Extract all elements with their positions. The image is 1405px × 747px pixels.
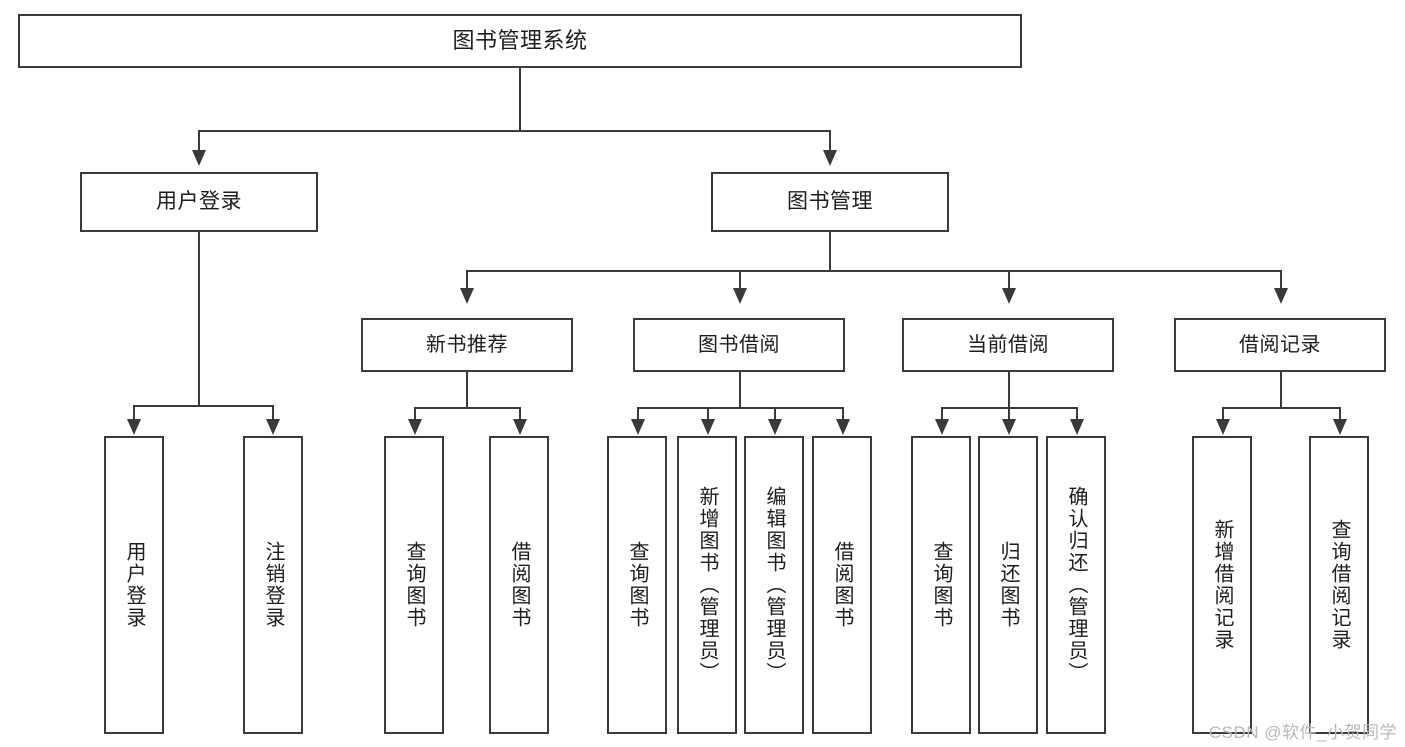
connector-borrow-record-bus [1222,407,1339,409]
connector-root-drop-left [198,130,200,152]
node-user-login[interactable]: 用户登录 [80,172,318,232]
arrowhead-leaf-user-login [127,419,141,435]
connector-level2-drop-4 [1280,270,1282,290]
arrowhead-leaf-logout [266,419,280,435]
arrowhead-leaf-add-record [1216,419,1230,435]
arrowhead-leaf-add-book [701,419,715,435]
connector-book-management-stem [829,232,831,270]
node-book-management[interactable]: 图书管理 [711,172,949,232]
connector-current-borrow-drop-1 [941,407,943,421]
connector-new-book-stem [466,372,468,407]
node-label: 当前借阅 [967,333,1049,356]
leaf-label: 借阅图书 [831,541,853,629]
leaf-label: 新增图书（管理员） [696,486,718,684]
leaf-label: 注销登录 [262,541,284,629]
leaf-label: 查询借阅记录 [1328,519,1350,651]
leaf-label: 查询图书 [626,541,648,629]
connector-new-book-drop-2 [519,407,521,421]
leaf-confirm-return-admin[interactable]: 确认归还（管理员） [1046,436,1106,734]
connector-new-book-drop-1 [414,407,416,421]
leaf-label: 确认归还（管理员） [1065,486,1087,684]
leaf-add-borrow-record[interactable]: 新增借阅记录 [1192,436,1252,734]
connector-level2-drop-1 [466,270,468,290]
arrowhead-leaf-borrow-book-2 [836,419,850,435]
arrowhead-leaf-confirm-return [1070,419,1084,435]
leaf-user-login[interactable]: 用户登录 [104,436,164,734]
connector-new-book-bus [414,407,519,409]
connector-borrow-record-stem [1280,372,1282,407]
connector-book-borrow-stem [739,372,741,407]
node-root-book-management-system[interactable]: 图书管理系统 [18,14,1022,68]
leaf-borrow-book[interactable]: 借阅图书 [812,436,872,734]
connector-borrow-record-drop-2 [1339,407,1341,421]
watermark-text: CSDN @软件_小贺同学 [1208,723,1397,742]
arrowhead-leaf-return-book [1002,419,1016,435]
leaf-borrow-book-recommend[interactable]: 借阅图书 [489,436,549,734]
connector-book-borrow-drop-3 [774,407,776,421]
arrowhead-leaf-edit-book [768,419,782,435]
node-label: 图书管理 [787,189,873,213]
node-label: 新书推荐 [426,333,508,356]
node-label: 借阅记录 [1239,333,1321,356]
node-current-borrow[interactable]: 当前借阅 [902,318,1114,372]
arrowhead-leaf-query-book-1 [408,419,422,435]
leaf-label: 编辑图书（管理员） [763,486,785,684]
node-label: 用户登录 [156,189,242,213]
leaf-label: 查询图书 [930,541,952,629]
arrowhead-leaf-query-book-2 [631,419,645,435]
leaf-add-book-admin[interactable]: 新增图书（管理员） [677,436,737,734]
connector-current-borrow-drop-2 [1008,407,1010,421]
node-borrow-record[interactable]: 借阅记录 [1174,318,1386,372]
connector-book-borrow-drop-1 [637,407,639,421]
connector-root-bus [198,130,831,132]
leaf-label: 查询图书 [403,541,425,629]
leaf-query-borrow-record[interactable]: 查询借阅记录 [1309,436,1369,734]
leaf-edit-book-admin[interactable]: 编辑图书（管理员） [744,436,804,734]
leaf-logout[interactable]: 注销登录 [243,436,303,734]
leaf-query-book-current[interactable]: 查询图书 [911,436,971,734]
connector-book-borrow-drop-4 [842,407,844,421]
node-label: 图书管理系统 [452,28,588,54]
connector-book-borrow-bus [637,407,842,409]
leaf-query-book-borrow[interactable]: 查询图书 [607,436,667,734]
connector-user-login-stem [198,232,200,405]
connector-user-login-bus [133,405,272,407]
connector-level2-drop-2 [739,270,741,290]
connector-user-login-drop-2 [272,405,274,421]
connector-level2-drop-3 [1008,270,1010,290]
leaf-label: 借阅图书 [508,541,530,629]
node-book-borrow[interactable]: 图书借阅 [633,318,845,372]
arrowhead-user-login [192,150,206,166]
connector-current-borrow-drop-3 [1076,407,1078,421]
node-new-book-recommend[interactable]: 新书推荐 [361,318,573,372]
connector-user-login-drop-1 [133,405,135,421]
arrowhead-current-borrow [1002,288,1016,304]
leaf-label: 新增借阅记录 [1211,519,1233,651]
connector-borrow-record-drop-1 [1222,407,1224,421]
connector-current-borrow-stem [1008,372,1010,407]
connector-root-stem [519,68,521,130]
leaf-label: 用户登录 [123,541,145,629]
arrowhead-leaf-borrow-book-1 [513,419,527,435]
leaf-label: 归还图书 [997,541,1019,629]
arrowhead-leaf-query-book-3 [935,419,949,435]
connector-root-drop-right [829,130,831,152]
arrowhead-borrow-record [1274,288,1288,304]
arrowhead-book-borrow [733,288,747,304]
arrowhead-book-management [823,150,837,166]
arrowhead-new-book-recommend [460,288,474,304]
arrowhead-leaf-query-record [1333,419,1347,435]
connector-level2-bus [466,270,1280,272]
connector-book-borrow-drop-2 [707,407,709,421]
leaf-return-book[interactable]: 归还图书 [978,436,1038,734]
leaf-query-book-recommend[interactable]: 查询图书 [384,436,444,734]
node-label: 图书借阅 [698,333,780,356]
